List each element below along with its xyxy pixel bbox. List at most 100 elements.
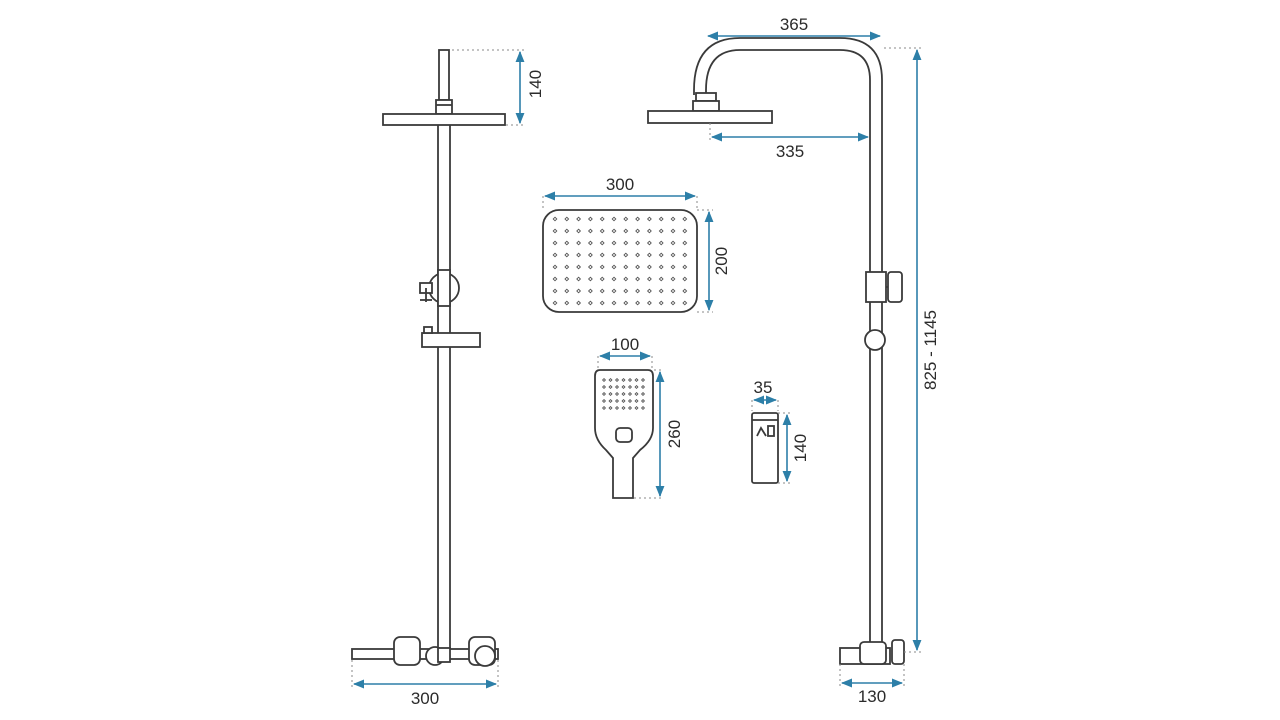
nozzle xyxy=(627,377,633,383)
nozzle xyxy=(599,252,605,258)
front-view: 140 300 xyxy=(351,49,545,708)
nozzle xyxy=(634,384,639,390)
front-mixer-shelf xyxy=(351,636,499,667)
head-plate xyxy=(542,209,698,313)
nozzle xyxy=(614,377,620,383)
nozzle xyxy=(608,405,613,411)
nozzle xyxy=(682,240,688,246)
nozzle xyxy=(552,228,558,234)
nozzle xyxy=(635,264,641,270)
nozzle xyxy=(670,252,676,258)
nozzle xyxy=(587,240,593,246)
label-side-total-height: 825 - 1145 xyxy=(921,310,940,390)
nozzle xyxy=(608,377,613,383)
nozzle xyxy=(670,228,676,234)
front-diverter xyxy=(419,269,460,307)
nozzle xyxy=(564,264,570,270)
nozzle xyxy=(646,288,652,294)
nozzle xyxy=(634,377,639,383)
nozzle xyxy=(611,264,617,270)
nozzle xyxy=(635,216,641,222)
side-view: 365 335 825 - 1145 130 xyxy=(647,15,940,706)
label-side-head-projection: 335 xyxy=(776,142,804,161)
nozzle xyxy=(599,216,605,222)
side-diverter xyxy=(865,271,903,303)
nozzle xyxy=(621,398,626,404)
nozzle xyxy=(670,240,676,246)
nozzle xyxy=(599,264,605,270)
nozzle xyxy=(646,300,652,306)
nozzle xyxy=(634,391,639,397)
nozzle xyxy=(646,264,652,270)
nozzle xyxy=(621,391,626,397)
label-head-depth: 200 xyxy=(712,247,731,275)
label-side-bottom-depth: 130 xyxy=(858,687,886,706)
nozzle xyxy=(658,216,664,222)
nozzle xyxy=(587,216,593,222)
nozzle xyxy=(623,264,629,270)
front-shower-head xyxy=(382,113,506,126)
label-front-width-bottom: 300 xyxy=(411,689,439,708)
nozzle xyxy=(658,264,664,270)
nozzle xyxy=(623,216,629,222)
nozzle xyxy=(599,240,605,246)
label-side-arm-reach: 365 xyxy=(780,15,808,34)
nozzle xyxy=(658,240,664,246)
head-nozzles xyxy=(552,216,688,306)
nozzle xyxy=(576,288,582,294)
nozzle xyxy=(635,276,641,282)
nozzle xyxy=(627,405,633,411)
nozzle xyxy=(682,216,688,222)
nozzle xyxy=(614,398,620,404)
nozzle xyxy=(599,300,605,306)
nozzle xyxy=(601,398,607,404)
dim-handshower-width: 100 xyxy=(597,335,653,368)
nozzle xyxy=(608,391,613,397)
nozzle xyxy=(682,288,688,294)
nozzle xyxy=(670,288,676,294)
dim-handshower-length: 260 xyxy=(634,369,684,499)
nozzle xyxy=(552,276,558,282)
nozzle xyxy=(608,384,613,390)
nozzle xyxy=(601,384,607,390)
label-handshower-width: 100 xyxy=(611,335,639,354)
nozzle xyxy=(634,405,639,411)
nozzle xyxy=(623,288,629,294)
label-holder-height: 140 xyxy=(791,434,810,462)
nozzle xyxy=(564,276,570,282)
dim-side-head-projection: 335 xyxy=(709,123,870,161)
label-holder-width: 35 xyxy=(754,378,773,397)
nozzle xyxy=(635,300,641,306)
hand-shower: 100 260 xyxy=(594,335,684,499)
nozzle xyxy=(670,216,676,222)
nozzle xyxy=(635,228,641,234)
nozzle xyxy=(627,391,633,397)
dim-side-bottom-depth: 130 xyxy=(839,664,905,706)
side-riser-and-arm xyxy=(692,37,883,648)
nozzle xyxy=(611,240,617,246)
nozzle xyxy=(640,384,646,390)
holder-hook xyxy=(756,426,767,437)
nozzle xyxy=(564,228,570,234)
dim-front-height-top: 140 xyxy=(452,49,545,126)
nozzle xyxy=(623,228,629,234)
nozzle xyxy=(552,216,558,222)
nozzle xyxy=(621,405,626,411)
nozzle xyxy=(564,288,570,294)
nozzle xyxy=(621,377,626,383)
dim-side-total-height: 825 - 1145 xyxy=(884,47,940,653)
dim-holder-width: 35 xyxy=(751,378,779,411)
nozzle xyxy=(608,398,613,404)
nozzle xyxy=(599,276,605,282)
dim-head-depth: 200 xyxy=(697,209,731,313)
nozzle xyxy=(682,264,688,270)
holder-plate xyxy=(751,412,779,484)
nozzle xyxy=(623,240,629,246)
nozzle xyxy=(576,264,582,270)
nozzle xyxy=(682,300,688,306)
front-top-connector xyxy=(435,49,453,115)
nozzle xyxy=(635,288,641,294)
nozzle xyxy=(635,240,641,246)
nozzle xyxy=(611,228,617,234)
nozzle xyxy=(627,398,633,404)
